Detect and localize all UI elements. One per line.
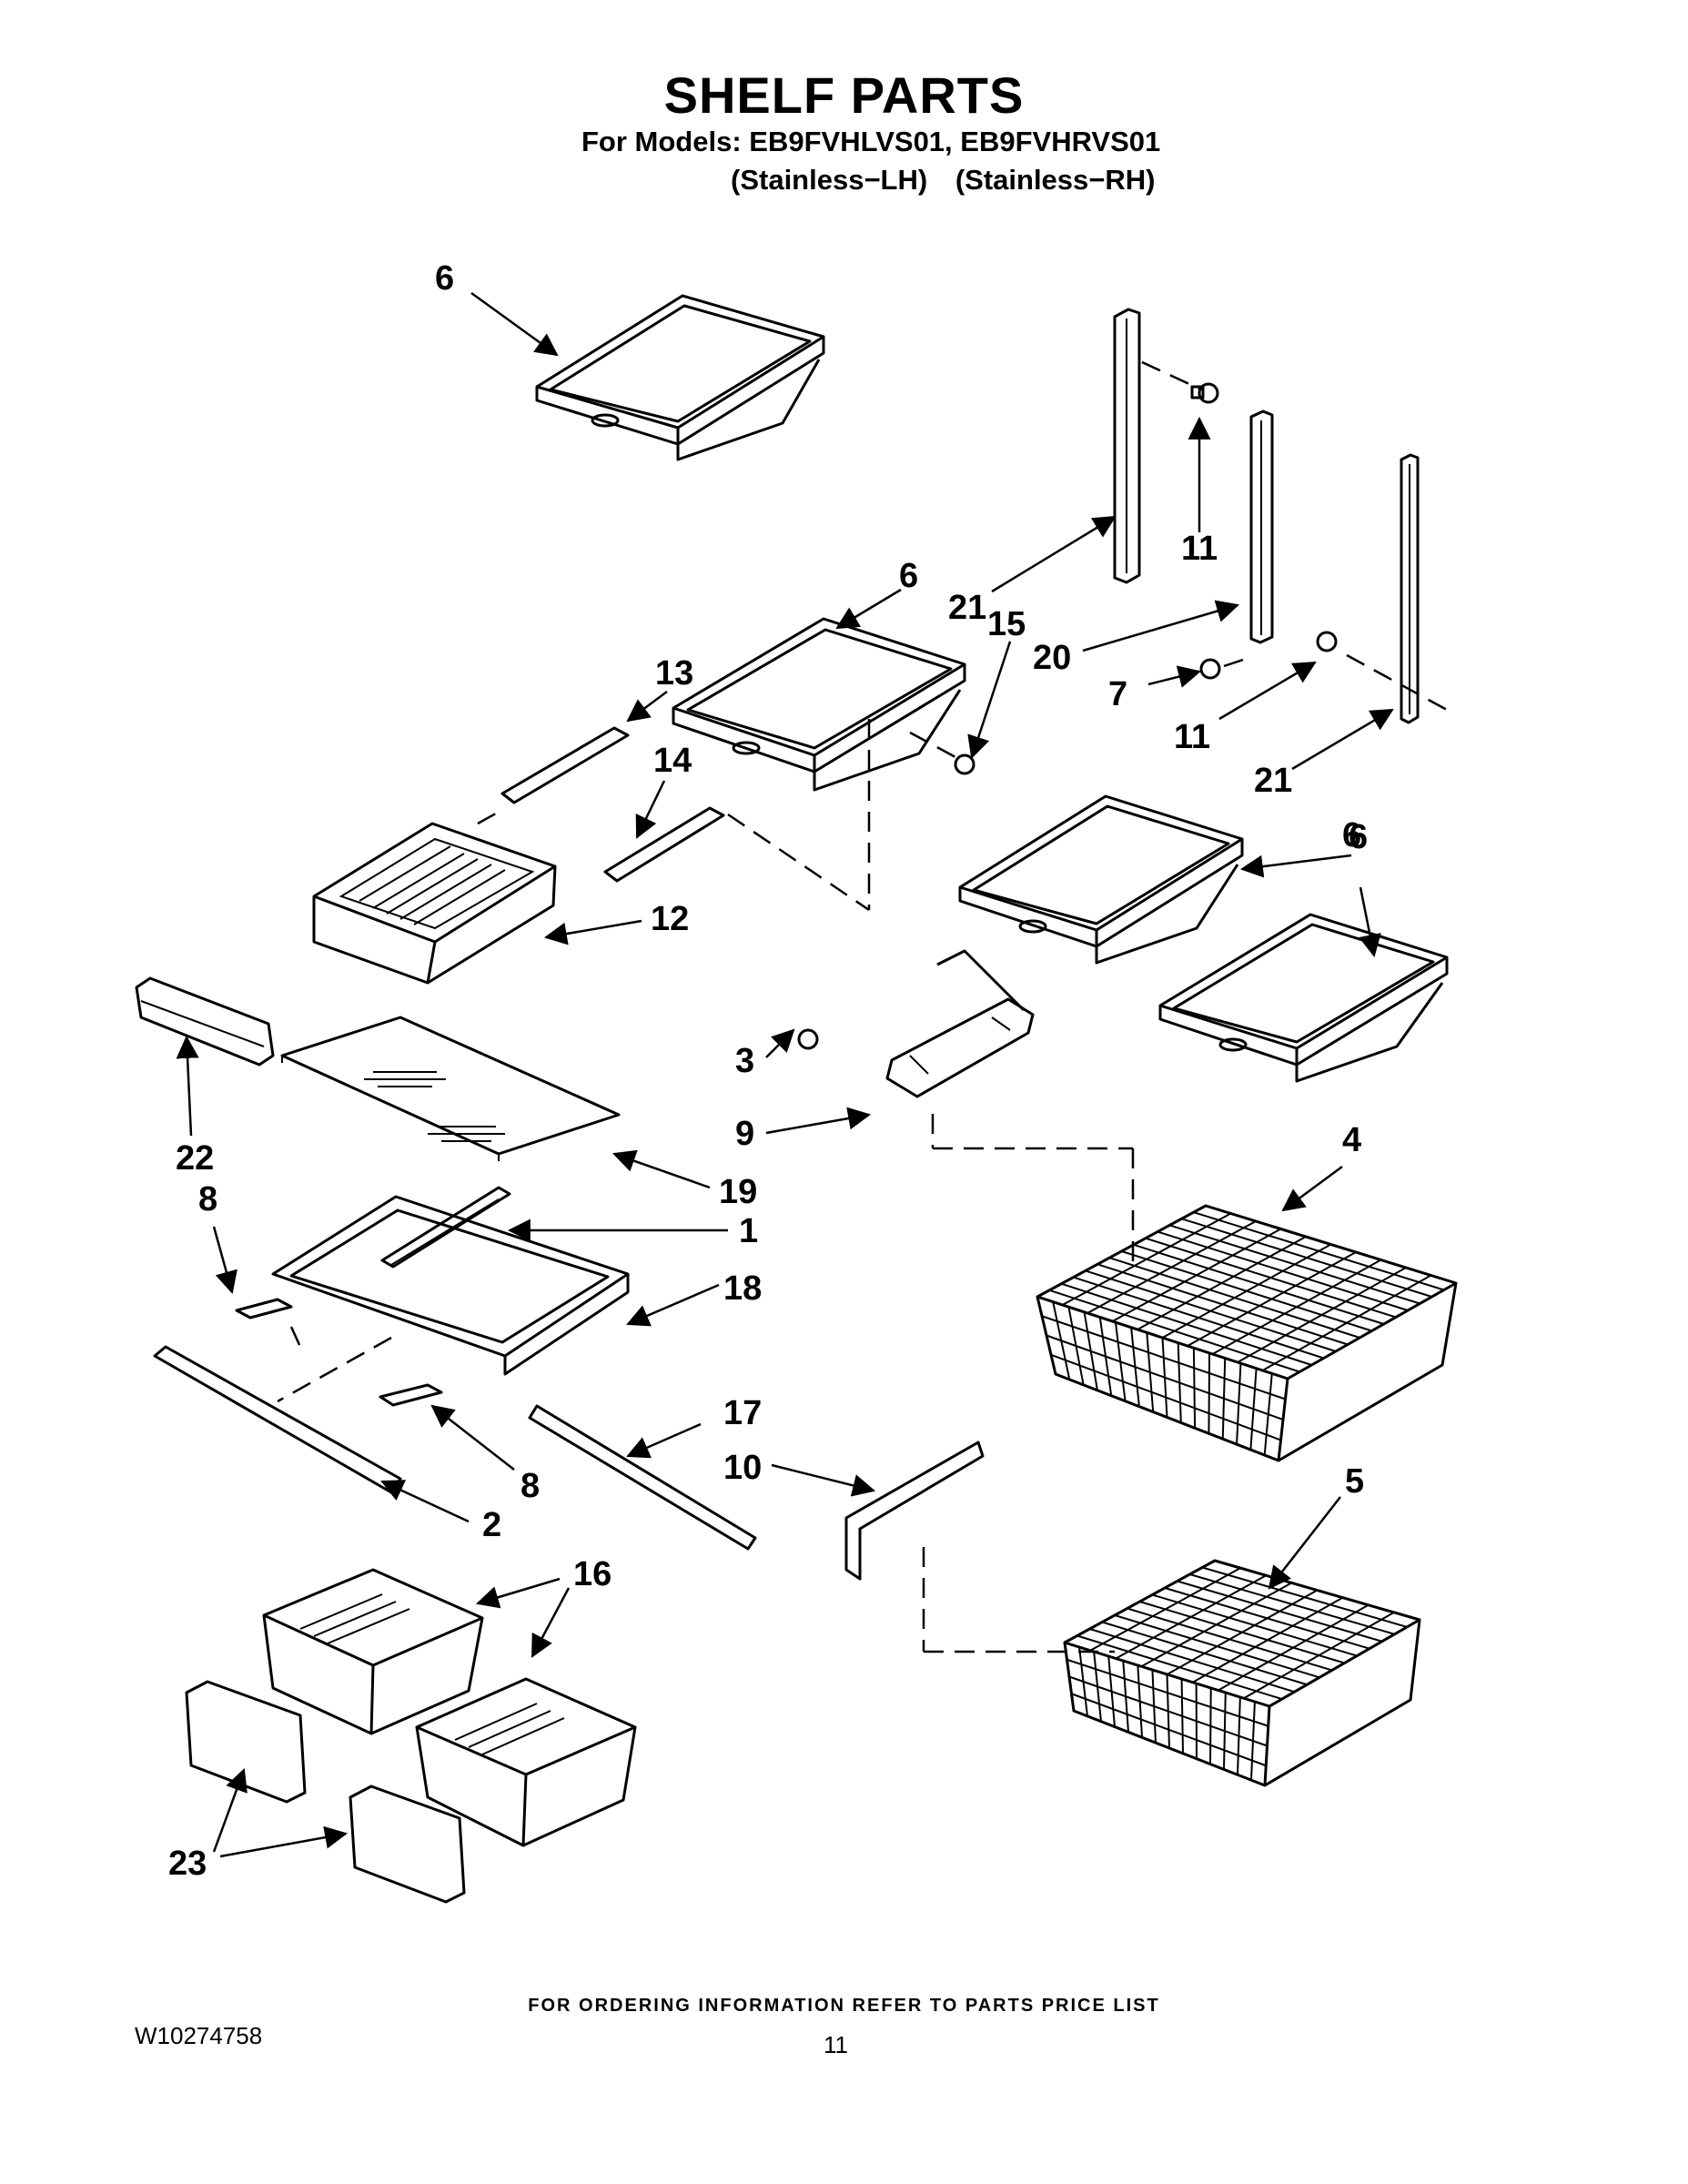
shelf-right-upper — [958, 794, 1244, 965]
crisper-frame — [153, 1186, 757, 1551]
basket-wire — [1167, 1589, 1318, 1675]
page-title: SHELF PARTS — [663, 66, 1025, 124]
callout-8-upper: 8 — [198, 1180, 217, 1218]
basket-wire — [1140, 1582, 1292, 1668]
page-number: 11 — [824, 2031, 848, 2058]
basket-wire — [1066, 1658, 1269, 1727]
basket-wire — [1187, 1251, 1357, 1347]
wire-basket-upper — [1036, 1204, 1458, 1462]
callout-2: 2 — [482, 1506, 501, 1544]
basket-supports — [844, 949, 1135, 1653]
callout-4: 4 — [1342, 1121, 1361, 1159]
callout-11-upper: 11 — [1181, 530, 1218, 568]
callout-6-right-lower: 6 — [1349, 818, 1368, 856]
callout-16: 16 — [573, 1555, 612, 1593]
basket-wire — [1218, 1603, 1370, 1692]
callout-23: 23 — [168, 1845, 207, 1883]
basket-wire — [1212, 1259, 1381, 1355]
shelf-middle — [672, 617, 966, 792]
callout-9: 9 — [735, 1115, 754, 1153]
basket-wire — [1237, 1267, 1407, 1363]
basket-wire — [1050, 1353, 1281, 1441]
callout-14: 14 — [653, 742, 692, 780]
basket-wire — [1068, 1675, 1268, 1747]
callout-18: 18 — [723, 1269, 762, 1308]
callout-20: 20 — [1033, 639, 1071, 677]
basket-wire — [1112, 1228, 1281, 1322]
basket-wire — [1041, 1315, 1286, 1400]
callout-21-upper: 21 — [948, 589, 986, 627]
basket-wire — [1243, 1612, 1395, 1700]
basket-wire — [1115, 1574, 1267, 1660]
shelf-top — [535, 294, 825, 461]
basket-wire — [1162, 1243, 1331, 1339]
callout-10: 10 — [723, 1449, 762, 1487]
model-list: For Models: EB9FVHLVS01, EB9FVHRVS01 — [581, 126, 1161, 157]
callout-13: 13 — [655, 654, 693, 693]
callout-11-lower: 11 — [1174, 718, 1210, 756]
basket-wire — [1262, 1274, 1431, 1371]
callout-7: 7 — [1108, 675, 1127, 713]
shelf-rails — [1113, 308, 1448, 724]
basket-wire — [1087, 1220, 1257, 1314]
glass-shelf — [280, 1016, 621, 1161]
basket-wire — [1137, 1236, 1307, 1330]
callout-8-lower: 8 — [521, 1467, 540, 1505]
shelf-right-lower — [1158, 913, 1449, 1083]
pan-handle — [135, 976, 275, 1067]
callout-21-lower: 21 — [1254, 762, 1292, 800]
wire-basket-lower — [1063, 1559, 1421, 1787]
callout-labels: 6 6 6 6 11 21 20 15 7 11 21 13 14 12 22 … — [168, 259, 1368, 1883]
callout-12: 12 — [651, 900, 689, 938]
callout-1: 1 — [739, 1212, 758, 1250]
screws — [797, 382, 1338, 1050]
callout-5: 5 — [1345, 1462, 1364, 1501]
basket-wire — [1089, 1567, 1241, 1652]
finish-rh: (Stainless−RH) — [955, 164, 1156, 196]
finish-lh: (Stainless−LH) — [731, 164, 928, 196]
callout-17: 17 — [723, 1394, 762, 1432]
callout-3: 3 — [735, 1042, 754, 1080]
document-number: W10274758 — [135, 2022, 263, 2049]
leader-lines — [176, 291, 1394, 1858]
finish-list: (Stainless−LH) (Stainless−RH) — [731, 164, 1175, 197]
callout-19: 19 — [719, 1173, 757, 1211]
basket-wire — [1046, 1334, 1284, 1421]
callout-6-right-upper: 6 — [1342, 816, 1361, 854]
callout-6-top: 6 — [435, 259, 454, 298]
basket-wire — [1192, 1596, 1344, 1684]
callout-15: 15 — [987, 605, 1026, 643]
basket-wire — [1062, 1212, 1231, 1306]
deli-pan — [312, 719, 871, 985]
ordering-note: FOR ORDERING INFORMATION REFER TO PARTS … — [528, 1996, 1160, 2016]
crisper-pans — [185, 1568, 637, 1904]
callout-6-middle: 6 — [899, 557, 918, 595]
callout-22: 22 — [176, 1139, 214, 1178]
basket-wire — [1071, 1693, 1267, 1767]
